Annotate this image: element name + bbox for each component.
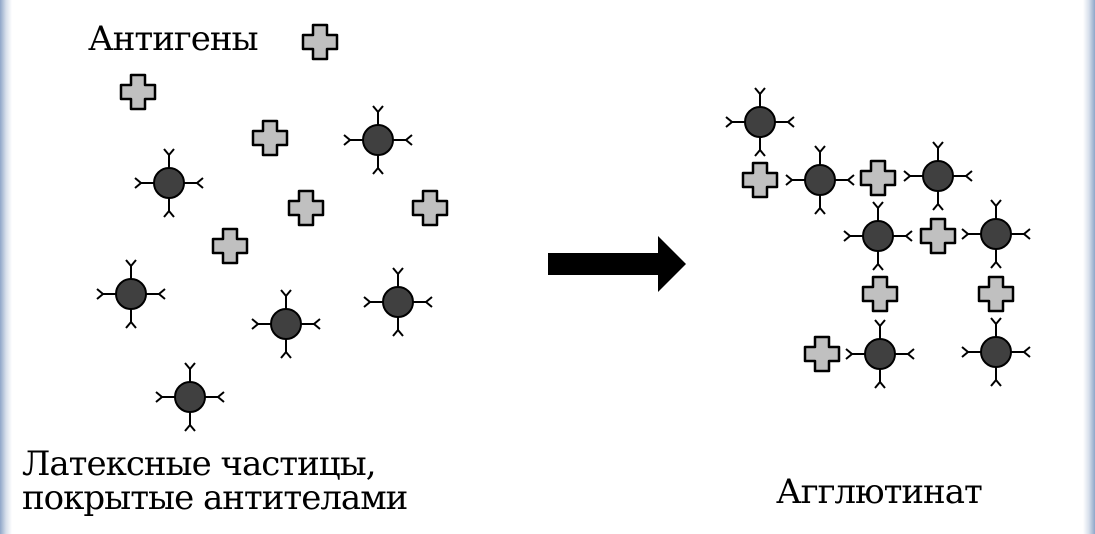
antigen-icon [977,275,1015,313]
antigen-icon [919,217,957,255]
right-arrow-icon [548,236,686,292]
latex-particle-icon [961,317,1031,387]
latex-particle-icon [843,201,913,271]
latex-particle-icon [363,267,433,337]
antigen-icon [301,23,339,61]
antigen-icon [411,189,449,227]
latex-particle-icon [134,148,204,218]
antigen-icon [251,119,289,157]
latex-particles-label-line2: покрытые антителами [22,478,408,518]
antigen-icon [287,189,325,227]
antigen-icon [741,161,779,199]
agglutinate-label: Агглютинат [776,472,983,512]
antigen-icon [859,159,897,197]
free-antigens [119,23,449,265]
antigens-label: Антигены [88,19,259,59]
antigen-icon [803,335,841,373]
latex-particles-label-line1: Латексные частицы, [22,444,377,484]
antigen-icon [861,275,899,313]
latex-particle-icon [155,362,225,432]
latex-particle-icon [725,87,795,157]
latex-particle-icon [903,141,973,211]
latex-particle-icon [251,289,321,359]
agglutinate-cluster [725,87,1031,389]
antigen-icon [211,227,249,265]
antigen-icon [119,73,157,111]
latex-particle-icon [343,105,413,175]
latex-particle-icon [96,259,166,329]
latex-particle-icon [785,145,855,215]
latex-particle-icon [961,199,1031,269]
latex-particle-icon [845,319,915,389]
